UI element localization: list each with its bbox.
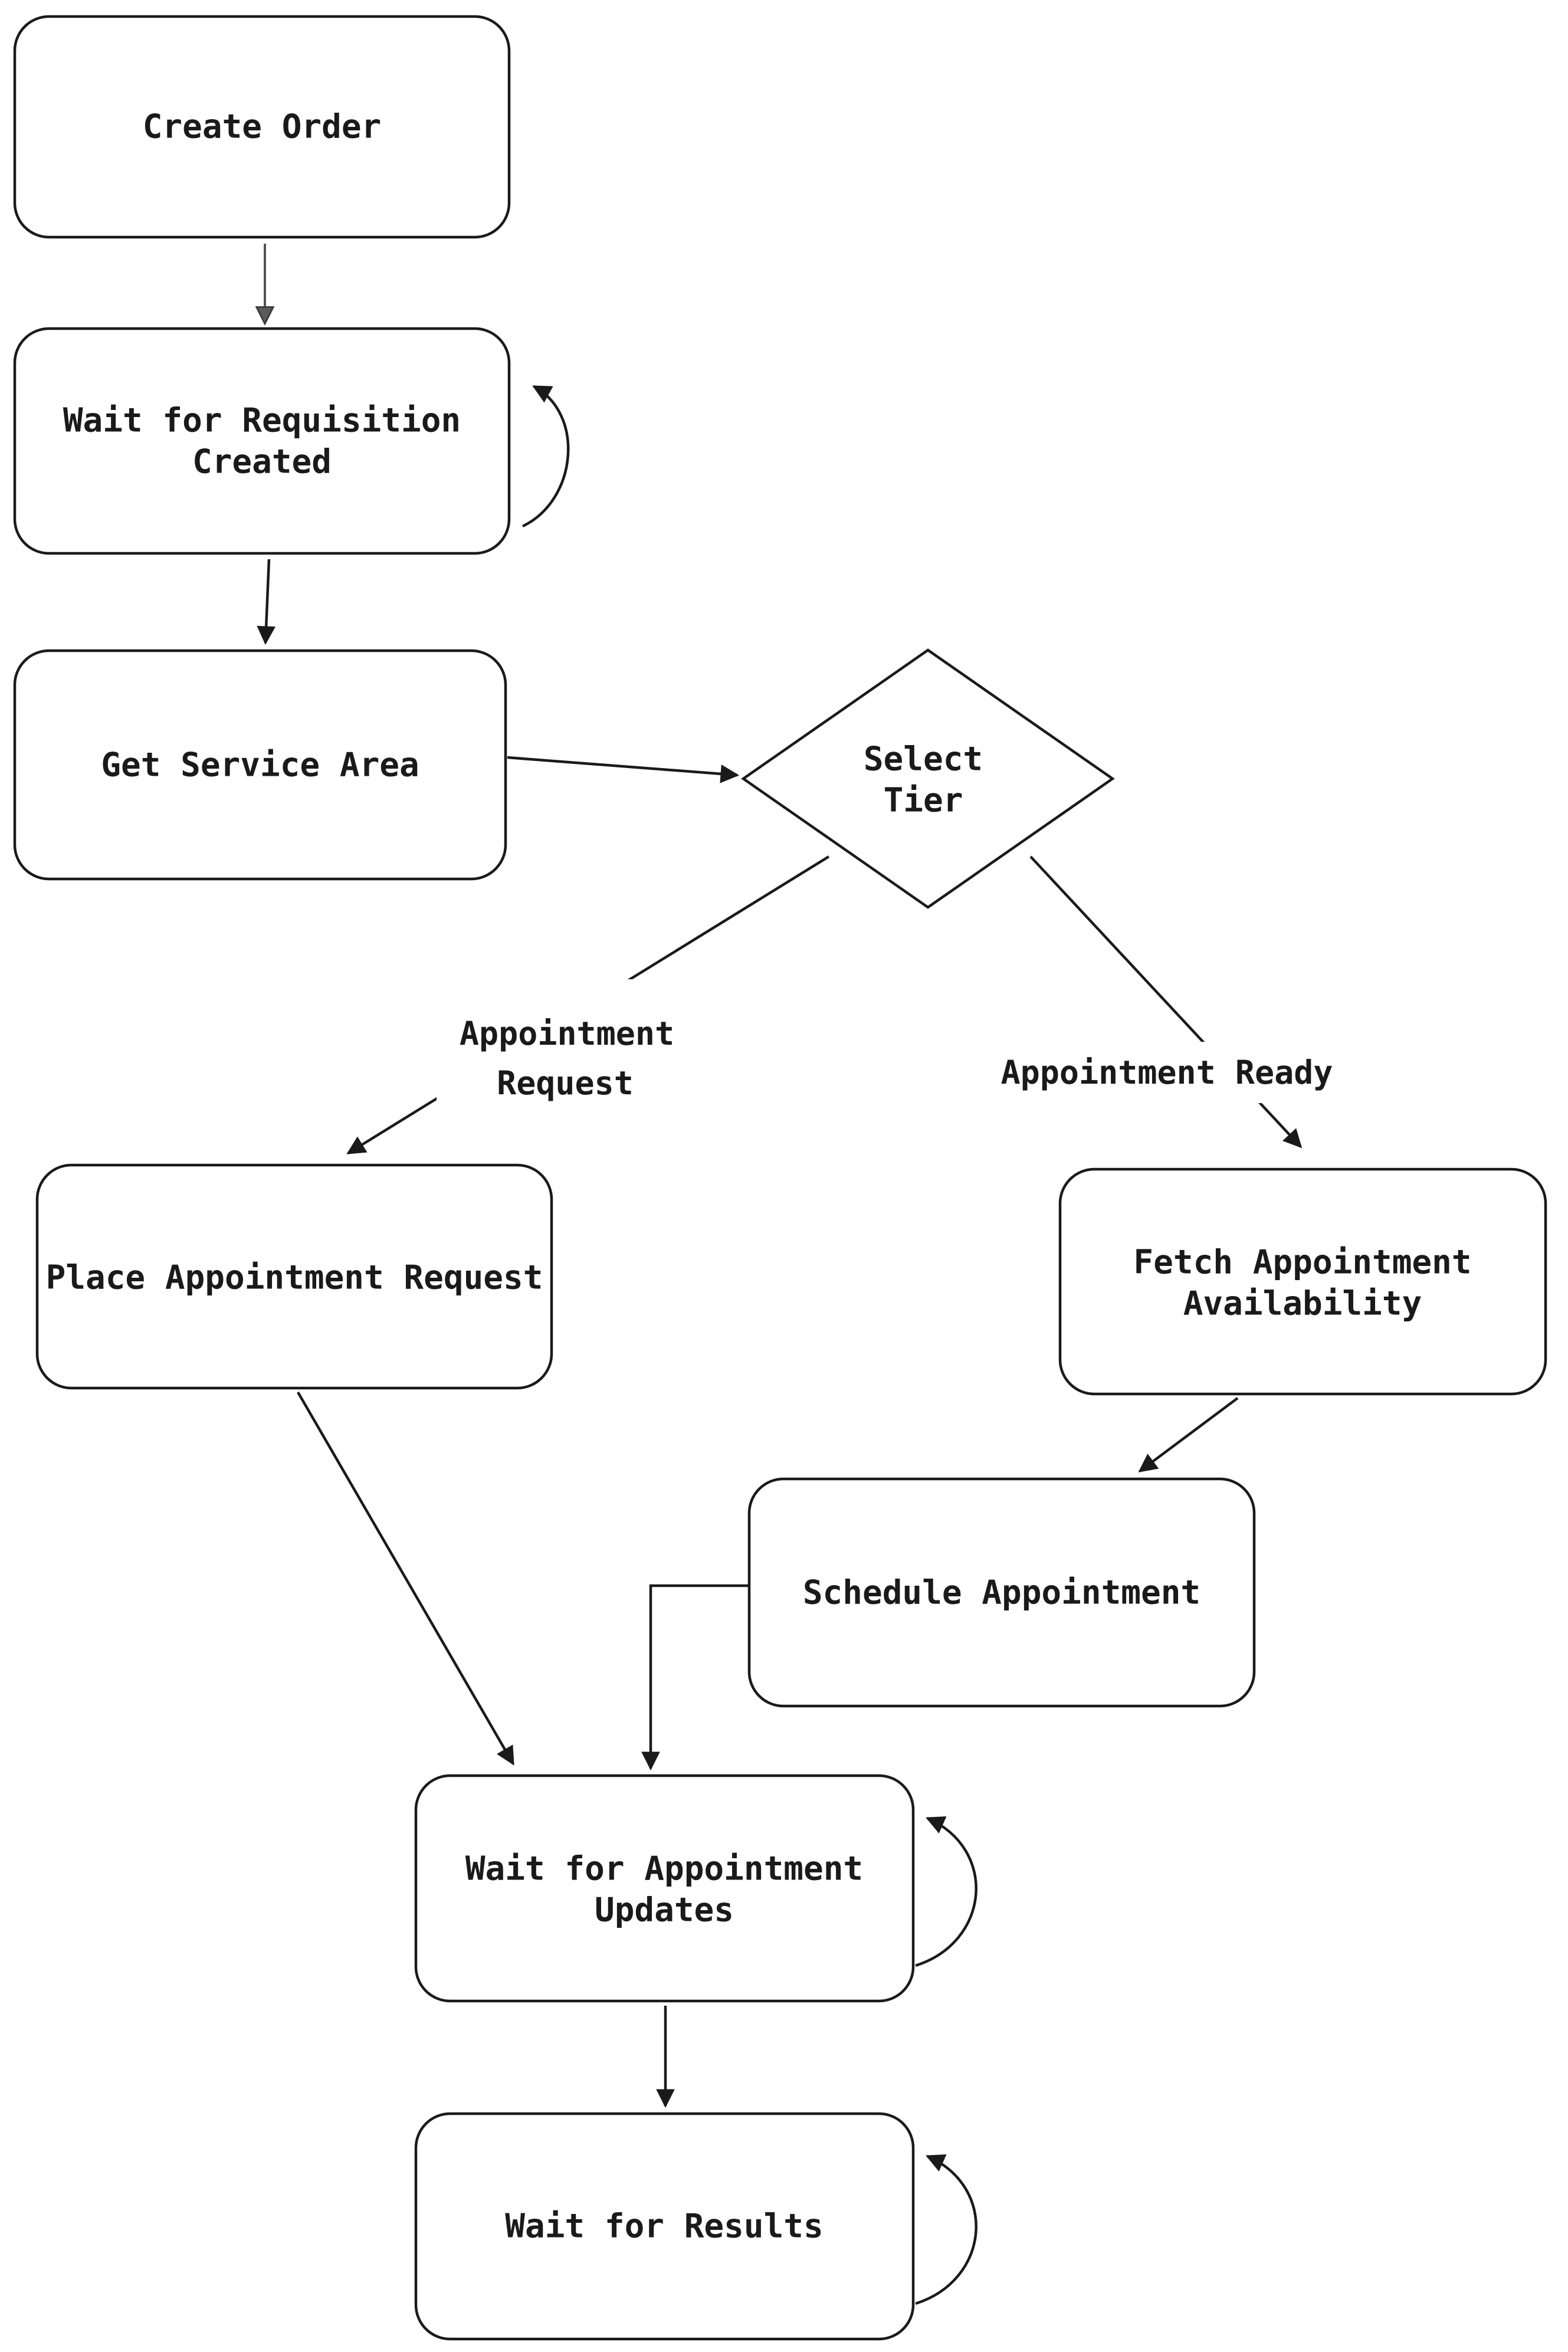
node-place-appointment-request: Place Appointment Request	[35, 1163, 553, 1390]
edge-get-service-area-to-select-tier	[507, 756, 740, 783]
edge-label-appointment-request: Appointment Request	[437, 979, 696, 1127]
node-label: Tier	[884, 782, 963, 820]
edge-label-text: Appointment	[460, 1015, 674, 1052]
node-label: Schedule Appointment	[803, 1574, 1200, 1612]
node-wait-for-results: Wait for Results	[414, 2112, 915, 2341]
edge-select-tier-to-fetch-availability	[1029, 855, 1303, 1149]
node-label: Wait for Requisition	[63, 402, 461, 440]
edge-label-bg	[992, 1042, 1341, 1103]
edge-schedule-appointment-to-wait-updates	[641, 1584, 749, 1771]
node-shape	[35, 1163, 553, 1390]
node-label: Availability	[1183, 1285, 1422, 1323]
node-shape-diamond	[741, 648, 1115, 909]
node-shape	[1058, 1167, 1547, 1396]
node-fetch-appointment-availability: Fetch Appointment Availability	[1058, 1167, 1547, 1396]
node-label: Place Appointment Request	[46, 1259, 543, 1297]
edge-wait-requisition-to-get-service-area	[257, 559, 276, 645]
node-wait-for-appointment-updates: Wait for Appointment Updates	[414, 1774, 915, 2003]
node-shape	[13, 649, 507, 881]
node-label: Get Service Area	[101, 746, 419, 785]
node-label: Create Order	[143, 108, 382, 146]
edge-place-request-to-wait-updates	[297, 1391, 514, 1766]
edge-label-text: Appointment Ready	[1001, 1054, 1333, 1091]
node-label: Fetch Appointment	[1133, 1244, 1471, 1282]
edge-label-appointment-ready: Appointment Ready	[992, 1042, 1341, 1103]
node-schedule-appointment: Schedule Appointment	[747, 1477, 1256, 1708]
node-label: Select	[864, 740, 983, 779]
node-shape	[13, 15, 511, 239]
edge-fetch-availability-to-schedule-appointment	[1138, 1397, 1239, 1472]
node-select-tier-decision: Select Tier	[741, 648, 1115, 909]
node-shape	[414, 2112, 915, 2341]
node-wait-for-requisition-created: Wait for Requisition Created	[13, 327, 511, 555]
node-shape	[13, 327, 511, 555]
node-create-order: Create Order	[13, 15, 511, 239]
edge-label-text: Request	[497, 1064, 634, 1102]
node-get-service-area: Get Service Area	[13, 649, 507, 881]
edge-label-bg	[437, 979, 696, 1127]
edge-wait-updates-self-loop	[915, 1816, 977, 1967]
node-label: Wait for Results	[505, 2207, 823, 2246]
node-shape	[747, 1477, 1256, 1708]
node-label: Created	[192, 443, 332, 481]
edge-wait-results-self-loop	[915, 2154, 977, 2305]
node-label: Wait for Appointment	[465, 1850, 863, 1888]
node-shape	[414, 1774, 915, 2003]
node-label: Updates	[595, 1891, 734, 1930]
edge-wait-requisition-self-loop	[522, 385, 570, 528]
